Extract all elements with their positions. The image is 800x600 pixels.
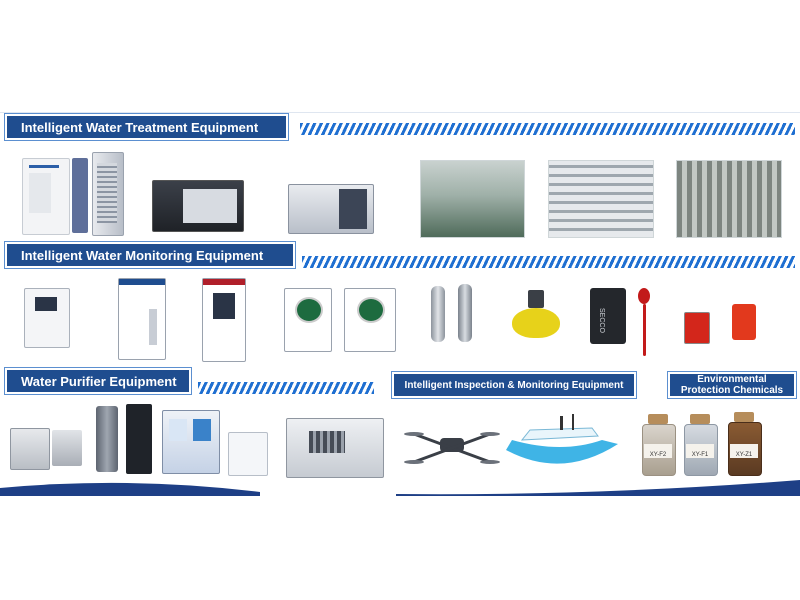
section-banner-water-purifier: Water Purifier Equipment [4, 367, 192, 395]
section-title: Intelligent Water Monitoring Equipment [21, 247, 264, 263]
purifier-filter-unit [52, 430, 82, 466]
purifier-industrial-unit [286, 418, 384, 478]
treatment-unit-dark [152, 180, 244, 232]
section-banner-chemicals: Environmental Protection Chemicals [667, 371, 797, 399]
section-title-line1: Environmental [697, 374, 767, 385]
top-divider [0, 112, 800, 113]
hatch-decoration [300, 123, 795, 135]
bottom-wave-left [0, 482, 260, 496]
red-sensor-rod [643, 304, 646, 356]
plant-photo-tanks [420, 160, 525, 238]
monitor-handheld-dark: SECCO [590, 288, 626, 344]
hatch-decoration [302, 256, 795, 268]
sensor-probe-1 [431, 286, 445, 342]
inspection-unmanned-boat [506, 414, 618, 464]
section-title: Water Purifier Equipment [21, 373, 177, 389]
section-title-line2: Protection Chemicals [680, 385, 784, 396]
purifier-compact-unit [10, 428, 50, 470]
section-title: Intelligent Inspection & Monitoring Equi… [404, 379, 624, 391]
buoy-yellow [512, 308, 560, 338]
section-banner-water-monitoring: Intelligent Water Monitoring Equipment [4, 241, 296, 269]
section-banner-water-treatment: Intelligent Water Treatment Equipment [4, 113, 289, 141]
jar-label: XY-F2 [644, 444, 672, 458]
monitor-cabinet-white [118, 278, 166, 360]
section-title: Intelligent Water Treatment Equipment [21, 119, 259, 135]
red-monitor-box [684, 312, 710, 344]
treatment-cabinet-white [22, 158, 70, 235]
inspection-drone [404, 432, 500, 464]
monitor-panel-b [344, 288, 396, 352]
orange-sampler [732, 304, 756, 340]
purifier-white-box [228, 432, 268, 476]
plant-photo-pipes [676, 160, 782, 238]
red-sensor-head [638, 288, 650, 304]
jar-label: XY-Z1 [730, 444, 758, 458]
monitor-panel-a [284, 288, 332, 352]
plant-photo-membranes [548, 160, 654, 238]
water-vending-kiosk [162, 410, 220, 474]
water-dispenser-black [126, 404, 152, 474]
water-dispenser-grey [96, 406, 118, 472]
sensor-probe-2 [458, 284, 472, 342]
bottom-wave-right [396, 480, 800, 496]
buoy-solar-panel [528, 290, 544, 308]
treatment-unit-grey [288, 184, 374, 234]
buoy-brand-label: SECCO [598, 308, 605, 333]
treatment-cabinet-side [72, 158, 88, 233]
jar-label: XY-F1 [686, 444, 714, 458]
monitor-wall-box [24, 288, 70, 348]
chemical-jar-2: XY-F1 [682, 414, 718, 476]
treatment-cabinet-tall [92, 152, 124, 236]
monitor-cabinet-screen [202, 278, 246, 362]
chemical-jar-1: XY-F2 [640, 414, 676, 476]
hatch-decoration [198, 382, 374, 394]
chemical-jar-3: XY-Z1 [726, 412, 762, 476]
section-banner-inspection: Intelligent Inspection & Monitoring Equi… [391, 371, 637, 399]
